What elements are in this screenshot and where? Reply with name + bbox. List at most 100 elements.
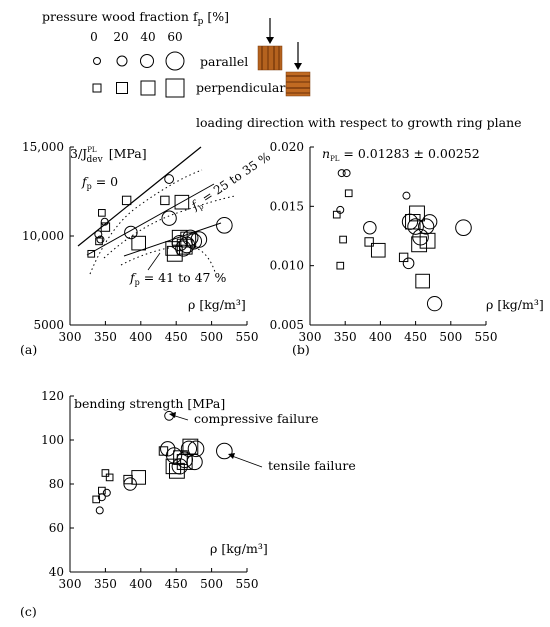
- legend-square-60: [165, 78, 185, 98]
- data-point-square: [370, 242, 386, 258]
- y-tick-label: 0.020: [270, 140, 304, 154]
- annotation-fp41: fp = 41 to 47 %: [129, 270, 226, 287]
- x-tick-label: 550: [475, 330, 498, 344]
- data-point-circle: [160, 441, 176, 457]
- y-tick-label: 100: [41, 433, 64, 447]
- legend-square-20: [116, 82, 128, 94]
- panel-c-ylabel: bending strength [MPa]: [74, 396, 225, 411]
- tensile-failure-arrow: [231, 455, 263, 468]
- data-point-square: [398, 252, 409, 263]
- x-tick-label: 350: [94, 330, 117, 344]
- data-point-square: [405, 214, 421, 230]
- y-tick-label: 15,000: [22, 140, 64, 154]
- x-tick-label: 400: [369, 330, 392, 344]
- loading-direction-text: loading direction with respect to growth…: [196, 115, 522, 130]
- data-point-square: [95, 237, 103, 246]
- x-tick-label: 500: [200, 330, 223, 344]
- panel-c-xlabel: ρ [kg/m³]: [210, 541, 268, 556]
- data-point-circle: [164, 174, 175, 184]
- data-point-circle: [216, 217, 233, 234]
- tensile-failure-arrowhead: [228, 453, 235, 459]
- compressive-failure-arrowhead: [169, 412, 176, 418]
- x-tick-label: 350: [334, 330, 357, 344]
- x-tick-label: 400: [129, 577, 152, 591]
- legend-circle-40: [140, 54, 154, 68]
- legend: pressure wood fraction fp[%] 0 20 40 60 …: [42, 9, 522, 130]
- x-tick-label: 350: [94, 577, 117, 591]
- panel-c-label: (c): [20, 604, 37, 619]
- legend-circle-60: [165, 51, 185, 71]
- legend-perpendicular-label: perpendicular: [196, 80, 285, 95]
- data-point-circle: [124, 225, 138, 240]
- data-point-circle: [100, 217, 109, 226]
- x-tick-label: 500: [200, 577, 223, 591]
- panel-b-xlabel: ρ [kg/m³]: [486, 297, 544, 312]
- y-tick-label: 0.005: [270, 318, 304, 332]
- panel-c: (c) bending strength [MPa] compressive f…: [20, 396, 356, 619]
- data-point-square: [344, 189, 353, 198]
- legend-size-0: 0: [90, 30, 98, 44]
- y-tick-label: 40: [49, 565, 64, 579]
- data-point-square: [92, 495, 101, 504]
- band-upper-dotted: [89, 169, 203, 275]
- data-point-square: [87, 249, 96, 258]
- data-point-square: [131, 235, 146, 251]
- y-tick-label: 120: [41, 389, 64, 403]
- data-point-circle: [96, 235, 105, 244]
- data-point-square: [419, 232, 436, 249]
- x-tick-label: 450: [404, 330, 427, 344]
- data-point-circle: [402, 191, 411, 200]
- x-tick-label: 550: [236, 330, 259, 344]
- annotation-fp25: fp = 25 to 35 %: [188, 149, 274, 214]
- legend-title: pressure wood fraction fp[%]: [42, 9, 229, 27]
- data-point-circle: [182, 229, 199, 246]
- data-point-circle: [187, 440, 205, 458]
- legend-circle-0: [93, 57, 101, 65]
- x-tick-label: 500: [439, 330, 462, 344]
- legend-size-60: 60: [167, 30, 182, 44]
- y-tick-label: 60: [49, 521, 64, 535]
- x-tick-label: 400: [129, 330, 152, 344]
- x-tick-label: 450: [165, 577, 188, 591]
- data-point-circle: [342, 169, 351, 178]
- data-point-square: [411, 236, 428, 253]
- data-point-circle: [102, 488, 111, 497]
- panel-b: (b) nPL = 0.01283 ± 0.00252 ρ [kg/m³]: [292, 146, 544, 357]
- compressive-failure-label: compressive failure: [194, 411, 319, 426]
- y-tick-label: 0.010: [270, 259, 304, 273]
- data-point-square: [105, 473, 114, 482]
- data-point-circle: [407, 218, 424, 235]
- wood-parallel-icon: [257, 18, 283, 71]
- data-point-circle: [455, 219, 472, 237]
- data-point-square: [173, 450, 188, 465]
- data-point-circle: [418, 218, 435, 235]
- band-mid-dotted: [103, 195, 236, 259]
- panel-a-label: (a): [20, 342, 37, 357]
- data-point-square: [364, 237, 374, 247]
- legend-square-40: [140, 80, 156, 96]
- annotation-fp0: fp = 0: [81, 174, 118, 191]
- annotation-fp41-pointer: [147, 252, 161, 271]
- panel-a-xlabel: ρ [kg/m³]: [188, 297, 246, 312]
- data-point-circle: [363, 220, 377, 235]
- panel-b-label: (b): [292, 342, 310, 357]
- legend-square-0: [92, 83, 102, 93]
- legend-size-40: 40: [140, 30, 155, 44]
- data-point-square: [171, 229, 188, 246]
- data-point-square: [339, 235, 347, 244]
- data-point-circle: [161, 210, 177, 226]
- wood-perpendicular-icon: [285, 42, 311, 97]
- data-point-square: [176, 454, 193, 470]
- x-tick-label: 300: [59, 330, 82, 344]
- y-tick-label: 5000: [33, 318, 64, 332]
- x-tick-label: 300: [59, 577, 82, 591]
- trend-line-fp0: [77, 146, 202, 247]
- legend-size-20: 20: [113, 30, 128, 44]
- data-point-square: [180, 231, 197, 248]
- legend-circle-20: [116, 55, 128, 67]
- data-point-square: [409, 205, 425, 222]
- data-point-square: [182, 438, 199, 455]
- data-point-square: [336, 261, 345, 270]
